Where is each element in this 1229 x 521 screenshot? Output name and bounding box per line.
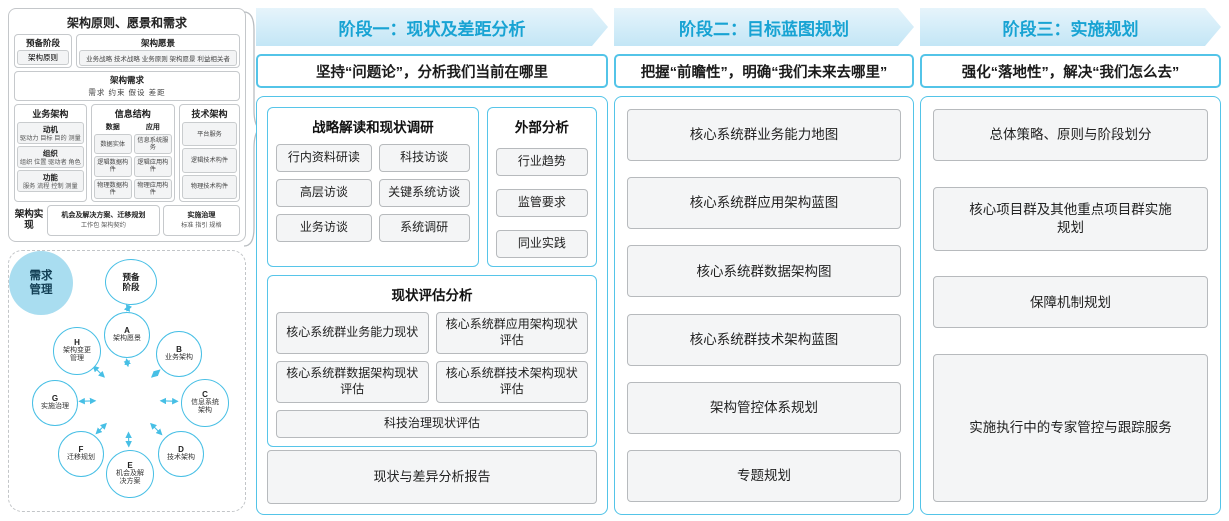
application-item: 信息系统服务 [133, 134, 172, 155]
organization-group: 组织 组织 位置 驱动者 角色 [17, 146, 84, 169]
strategy-item: 高层访谈 [276, 179, 372, 207]
data-item: 物理数据构件 [93, 178, 132, 199]
phase-2-item: 架构管控体系规划 [627, 381, 901, 434]
phase-1-content: 战略解读和现状调研 行内资料研读 科技访谈 高层访谈 关键系统访谈 业务访谈 系… [256, 96, 608, 515]
vision-title: 架构愿景 [140, 38, 175, 48]
requirements-items: 需求 约束 假设 差距 [88, 88, 166, 97]
implementation-governance-box: 实施治理 标准 指引 规格 [162, 204, 240, 236]
phase-3-item: 总体策略、原则与阶段划分 [933, 109, 1208, 161]
application-subcolumn: 应用 信息系统服务 逻辑应用构件 物理应用构件 [133, 122, 172, 199]
adm-node-h-change-management: H 架构变更管理 [53, 327, 101, 375]
adm-center-requirements-management: 需求管理 [9, 251, 73, 315]
implementation-label: 架构实现 [14, 208, 44, 232]
data-item: 数据实体 [93, 134, 132, 155]
phase-2-header-arrow: 阶段二：目标蓝图规划 [614, 8, 914, 46]
assessment-item: 核心系统群技术架构现状评估 [435, 361, 588, 403]
phase-3-item: 核心项目群及其他重点项目群实施规划 [933, 186, 1208, 251]
technology-item: 物理技术构件 [181, 174, 238, 199]
assessment-item: 核心系统群应用架构现状评估 [435, 312, 588, 354]
adm-node-c-information-systems: C 信息系统架构 [181, 379, 229, 427]
external-analysis-box: 外部分析 行业趋势 监管要求 同业实践 [486, 107, 597, 267]
requirements-title: 架构需求 [109, 75, 144, 85]
strategy-item: 业务访谈 [276, 214, 372, 242]
external-item: 行业趋势 [495, 148, 588, 176]
strategy-item: 行内资料研读 [276, 144, 372, 172]
phase-3-subtitle: 强化“落地性”，解决“我们怎么去” [920, 54, 1221, 88]
phase-3-header-arrow: 阶段三：实施规划 [920, 8, 1221, 46]
information-title: 信息结构 [114, 109, 151, 119]
strategy-item: 系统调研 [378, 214, 470, 242]
business-title: 业务架构 [32, 109, 69, 119]
assessment-box: 现状评估分析 核心系统群业务能力现状 核心系统群应用架构现状评估 核心系统群数据… [267, 275, 597, 447]
prep-phase-box: 预备阶段 架构原则 [14, 34, 72, 68]
business-architecture-column: 业务架构 动机 驱动力 目标 目的 测量 组织 组织 位置 驱动者 角色 功能 … [14, 104, 87, 202]
strategy-item: 科技访谈 [378, 144, 470, 172]
phase-3-item: 实施执行中的专家管控与跟踪服务 [933, 353, 1208, 502]
prep-item: 架构原则 [17, 50, 69, 65]
adm-node-f-migration: F 迁移规划 [58, 431, 104, 477]
phase-1-header-arrow: 阶段一：现状及差距分析 [256, 8, 608, 46]
framework-title: 架构原则、愿景和需求 [66, 16, 187, 30]
phase-2-subtitle: 把握“前瞻性”，明确“我们未来去哪里” [614, 54, 914, 88]
phase-2-column: 阶段二：目标蓝图规划 把握“前瞻性”，明确“我们未来去哪里” 核心系统群业务能力… [614, 8, 914, 515]
motivation-group: 动机 驱动力 目标 目的 测量 [17, 122, 84, 145]
technology-item: 逻辑技术构件 [181, 148, 238, 173]
implementation-row: 架构实现 机会及解决方案、迁移规划 工作包 架构契约 实施治理 标准 指引 规格 [14, 204, 240, 236]
architecture-columns: 业务架构 动机 驱动力 目标 目的 测量 组织 组织 位置 驱动者 角色 功能 … [14, 104, 241, 202]
application-item: 物理应用构件 [133, 178, 172, 199]
requirements-box: 架构需求 需求 约束 假设 差距 [14, 71, 240, 101]
phase-2-item: 核心系统群业务能力地图 [627, 109, 901, 161]
phase-3-column: 阶段三：实施规划 强化“落地性”，解决“我们怎么去” 总体策略、原则与阶段划分 … [920, 8, 1221, 515]
information-architecture-column: 信息结构 数据 数据实体 逻辑数据构件 物理数据构件 应用 信息系统服务 逻辑应… [90, 104, 175, 202]
application-item: 逻辑应用构件 [133, 156, 172, 177]
external-items: 行业趋势 监管要求 同业实践 [495, 148, 588, 258]
technology-architecture-column: 技术架构 平台服务 逻辑技术构件 物理技术构件 [178, 104, 241, 202]
adm-node-e-opportunities: E 机会及解决方案 [106, 450, 154, 498]
phase-3-item: 保障机制规划 [933, 276, 1208, 329]
strategy-items-grid: 行内资料研读 科技访谈 高层访谈 关键系统访谈 业务访谈 系统调研 [276, 144, 470, 242]
function-group: 功能 服务 流程 控制 测量 [17, 170, 84, 193]
opportunity-migration-box: 机会及解决方案、迁移规划 工作包 架构契约 [47, 204, 160, 236]
vision-box: 架构愿景 业务战略 技术战略 业务原则 架构愿景 利益相关者 [76, 34, 240, 68]
assessment-wide-item: 科技治理现状评估 [276, 410, 588, 438]
technology-item: 平台服务 [181, 122, 238, 147]
data-subcolumn: 数据 数据实体 逻辑数据构件 物理数据构件 [93, 122, 132, 199]
framework-panel: 架构原则、愿景和需求 预备阶段 架构原则 架构愿景 业务战略 技术战略 业务原则… [8, 8, 246, 242]
external-item: 同业实践 [495, 230, 588, 258]
assessment-item: 核心系统群数据架构现状评估 [276, 361, 429, 403]
technology-title: 技术架构 [191, 109, 228, 119]
phase-1-column: 阶段一：现状及差距分析 坚持“问题论”，分析我们当前在哪里 战略解读和现状调研 … [256, 8, 608, 515]
phase-1-subtitle: 坚持“问题论”，分析我们当前在哪里 [256, 54, 608, 88]
adm-node-a-vision: A 架构愿景 [104, 312, 150, 358]
external-item: 监管要求 [495, 189, 588, 217]
data-item: 逻辑数据构件 [93, 156, 132, 177]
adm-node-b-business: B 业务架构 [156, 331, 202, 377]
adm-cycle-diagram: 预备阶段 A 架构愿景 B 业务架构 C 信息系统架构 D 技术架构 E 机会及… [8, 250, 246, 512]
phase-2-content: 核心系统群业务能力地图 核心系统群应用架构蓝图 核心系统群数据架构图 核心系统群… [614, 96, 914, 515]
phase-2-item: 核心系统群应用架构蓝图 [627, 177, 901, 230]
strategy-item: 关键系统访谈 [378, 179, 470, 207]
strategy-research-box: 战略解读和现状调研 行内资料研读 科技访谈 高层访谈 关键系统访谈 业务访谈 系… [267, 107, 479, 267]
assessment-items-grid: 核心系统群业务能力现状 核心系统群应用架构现状评估 核心系统群数据架构现状评估 … [276, 312, 588, 403]
phase-2-item: 专题规划 [627, 449, 901, 502]
vision-items: 业务战略 技术战略 业务原则 架构愿景 利益相关者 [79, 50, 237, 66]
phase-2-item: 核心系统群技术架构蓝图 [627, 313, 901, 366]
phase-1-top-row: 战略解读和现状调研 行内资料研读 科技访谈 高层访谈 关键系统访谈 业务访谈 系… [267, 107, 597, 267]
adm-node-g-governance: G 实施治理 [32, 380, 78, 426]
prep-title: 预备阶段 [25, 38, 60, 48]
prep-vision-row: 预备阶段 架构原则 架构愿景 业务战略 技术战略 业务原则 架构愿景 利益相关者 [14, 34, 240, 68]
phase-3-content: 总体策略、原则与阶段划分 核心项目群及其他重点项目群实施规划 保障机制规划 实施… [920, 96, 1221, 515]
gap-analysis-report-box: 现状与差异分析报告 [267, 450, 597, 504]
assessment-item: 核心系统群业务能力现状 [276, 312, 429, 354]
adm-node-d-technology: D 技术架构 [158, 431, 204, 477]
information-subcolumns: 数据 数据实体 逻辑数据构件 物理数据构件 应用 信息系统服务 逻辑应用构件 物… [93, 122, 172, 199]
adm-node-preliminary: 预备阶段 [105, 259, 157, 305]
adm-arrows [78, 304, 179, 448]
phase-2-item: 核心系统群数据架构图 [627, 245, 901, 298]
